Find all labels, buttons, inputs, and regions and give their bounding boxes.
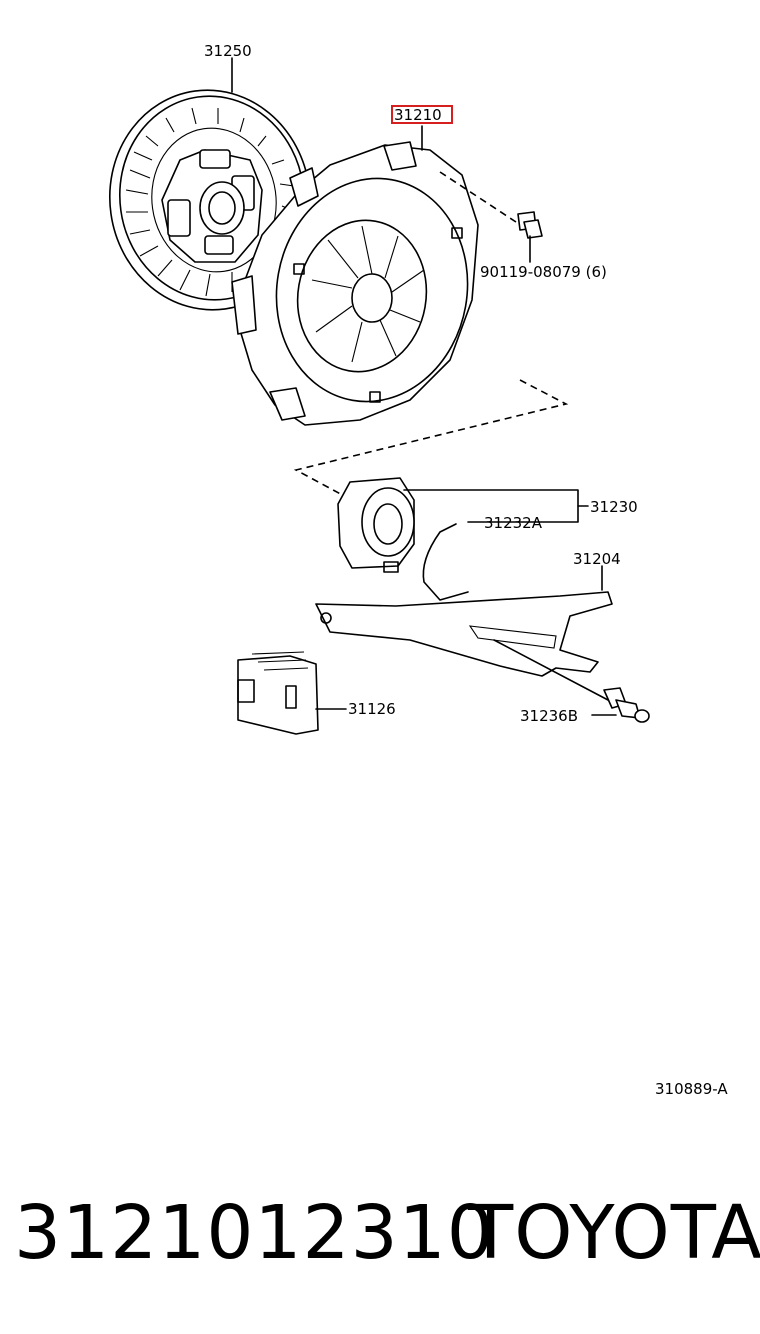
cover-callout-label[interactable]: 31210: [394, 106, 442, 124]
bearing-callout-label[interactable]: 31230: [590, 498, 638, 516]
brand-name: TOYOTA: [468, 1190, 760, 1276]
bolt-drawing[interactable]: [517, 211, 543, 263]
dust-boot-drawing[interactable]: [237, 651, 347, 735]
fork-callout-label[interactable]: 31204: [573, 550, 621, 568]
pivot-callout-label[interactable]: 31236B: [520, 707, 578, 725]
release-fork-drawing[interactable]: [315, 565, 613, 701]
hub-callout-label[interactable]: 31232A: [484, 514, 543, 532]
part-number-title: 3121012310: [14, 1190, 495, 1276]
clutch-cover-drawing[interactable]: [231, 125, 517, 426]
selected-callout-highlight: [391, 105, 453, 124]
boot-callout-label[interactable]: 31126: [348, 700, 396, 718]
assembly-axis-line: [293, 379, 569, 499]
release-bearing-drawing[interactable]: [337, 477, 415, 573]
figure-code: 310889-A: [655, 1080, 728, 1098]
disc-callout-label[interactable]: 31250: [204, 42, 252, 60]
hub-clip-drawing[interactable]: [422, 523, 469, 601]
bolt-callout-label[interactable]: 90119-08079 (6): [480, 263, 607, 281]
pivot-stud-drawing[interactable]: [591, 687, 650, 723]
